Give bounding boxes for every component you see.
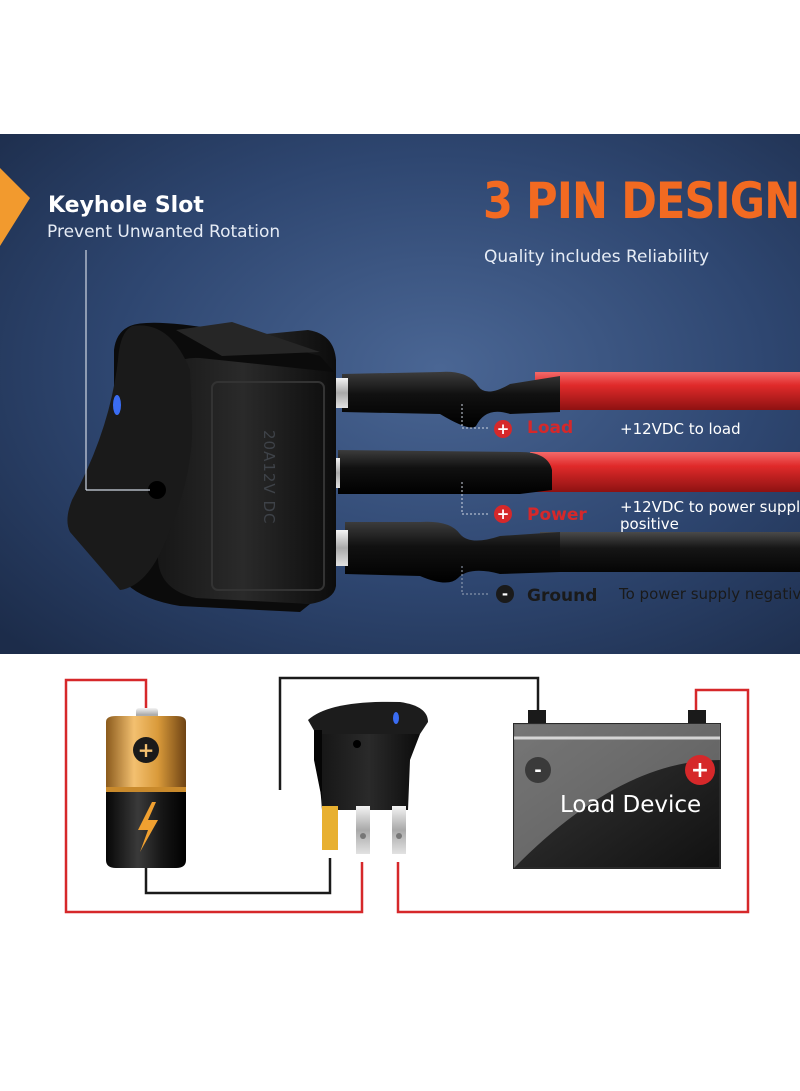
corner-accent <box>0 168 30 246</box>
ground-minus-icon: - <box>496 585 514 603</box>
ground-wire <box>332 521 800 583</box>
tagline: Quality includes Reliability <box>484 247 710 267</box>
load-plus-icon-box: + <box>685 755 715 785</box>
ground-leader <box>461 566 488 595</box>
battery-plus-icon: + <box>133 737 159 763</box>
load-plus-icon: + <box>494 420 512 438</box>
switch-marking: 20A12V DC <box>260 430 278 525</box>
rocker-switch-large <box>67 322 336 612</box>
lightning-bolt-icon <box>138 802 158 852</box>
load-positive-sign: + <box>691 758 709 783</box>
power-sign: + <box>497 505 510 523</box>
ground-sign: - <box>502 585 508 603</box>
load-minus-icon: - <box>525 757 551 783</box>
rocker-switch-small <box>308 701 428 854</box>
load-sign: + <box>497 420 510 438</box>
pin-label-power: Power <box>527 505 587 525</box>
pin-label-ground: Ground <box>527 586 598 606</box>
pin-desc-ground: To power supply negative <box>619 585 800 603</box>
pin-desc-power-line1: +12VDC to power supply <box>620 498 800 516</box>
load-device-label: Load Device <box>560 792 702 818</box>
load-device <box>513 710 721 869</box>
power-leader <box>461 482 488 515</box>
keyhole-title: Keyhole Slot <box>48 193 204 218</box>
keyhole-subtitle: Prevent Unwanted Rotation <box>47 222 281 242</box>
pin-desc-power-line2: positive <box>620 515 679 533</box>
load-wire <box>330 371 800 428</box>
headline: 3 PIN DESIGN <box>483 172 800 230</box>
wiring-lines <box>64 676 750 914</box>
load-negative-sign: - <box>534 760 541 781</box>
pin-desc-load: +12VDC to load <box>620 420 741 438</box>
load-leader <box>461 404 488 429</box>
battery-cell <box>106 708 186 868</box>
power-wire <box>326 450 800 494</box>
pin-label-load: Load <box>527 418 574 438</box>
battery-positive-sign: + <box>138 738 155 762</box>
power-plus-icon: + <box>494 505 512 523</box>
